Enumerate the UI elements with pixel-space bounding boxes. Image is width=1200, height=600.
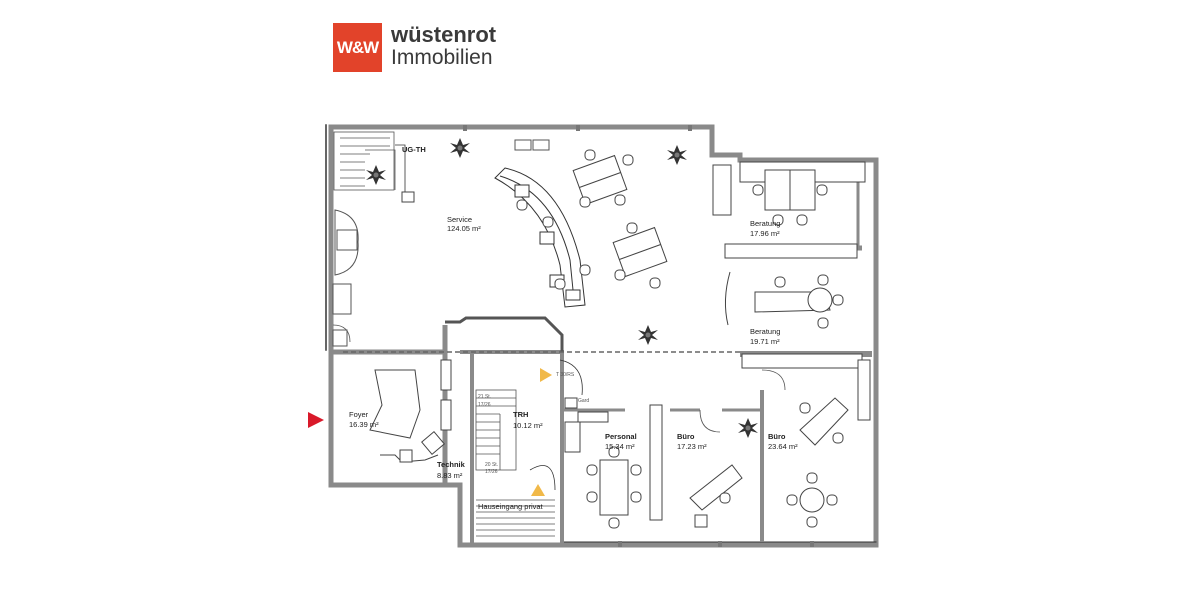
room-name-buero1: Büro [677,432,695,441]
brand-name: wüstenrot [391,22,497,47]
room-name-beratung1: Beratung [750,219,780,228]
stair-label-1: 21 St. [478,394,491,400]
window-marks [463,125,814,547]
logo-box [333,23,382,72]
room-name-technik: Technik [437,460,466,469]
entrance-arrow-icon [308,412,324,428]
stairs-ug [333,131,406,192]
buero2-furniture [799,359,871,513]
stairs-trh [475,359,583,537]
beratung1-furniture [712,161,866,216]
personal-furniture [564,397,663,521]
room-area-beratung1: 17.96 m² [750,229,780,238]
waiting-seat [401,191,415,203]
hauseingang-label: Hauseingang privat [478,502,544,511]
buero1-furniture [689,464,743,528]
foyer-furniture [369,359,452,463]
room-area-beratung2: 19.71 m² [750,337,780,346]
service-desks [572,154,668,278]
stair-label-3: 20 St. [485,462,498,468]
room-name-service: Service [447,215,472,224]
service-counter [494,167,586,308]
stair-label-4: 17/26 [485,469,498,475]
room-name-trh: TRH [513,410,528,419]
logo-mark: W&W [336,38,379,57]
door-arcs [332,324,786,433]
service-shelves [514,139,550,151]
room-area-personal: 15.34 m² [605,442,635,451]
buero1-chair [719,492,731,504]
warning-triangle-icon [540,368,552,382]
room-name-personal: Personal [605,432,637,441]
service-left-furniture [332,209,359,347]
room-name-buero2: Büro [768,432,786,441]
brand-logo: W&W wüstenrot Immobilien [333,22,503,73]
room-area-buero2: 23.64 m² [768,442,798,451]
room-area-foyer: 16.39 m² [349,420,379,429]
door-tag: T 30/RS [556,372,575,378]
room-area-technik: 8.83 m² [437,471,463,480]
room-name-foyer: Foyer [349,410,369,419]
room-name-beratung2: Beratung [750,327,780,336]
room-labels: Service 124.05 m² Beratung 17.96 m² Bera… [349,215,798,511]
warning-triangle-icon [531,484,545,496]
room-area-trh: 10.12 m² [513,421,543,430]
room-area-service: 124.05 m² [447,224,481,233]
ug-th-label: UG-TH [402,145,426,154]
gard-label: Gard [578,398,589,404]
beratung2-furniture [724,243,863,369]
stair-label-2: 17/26 [478,402,491,408]
brand-subtitle: Immobilien [391,46,493,69]
room-area-buero1: 17.23 m² [677,442,707,451]
